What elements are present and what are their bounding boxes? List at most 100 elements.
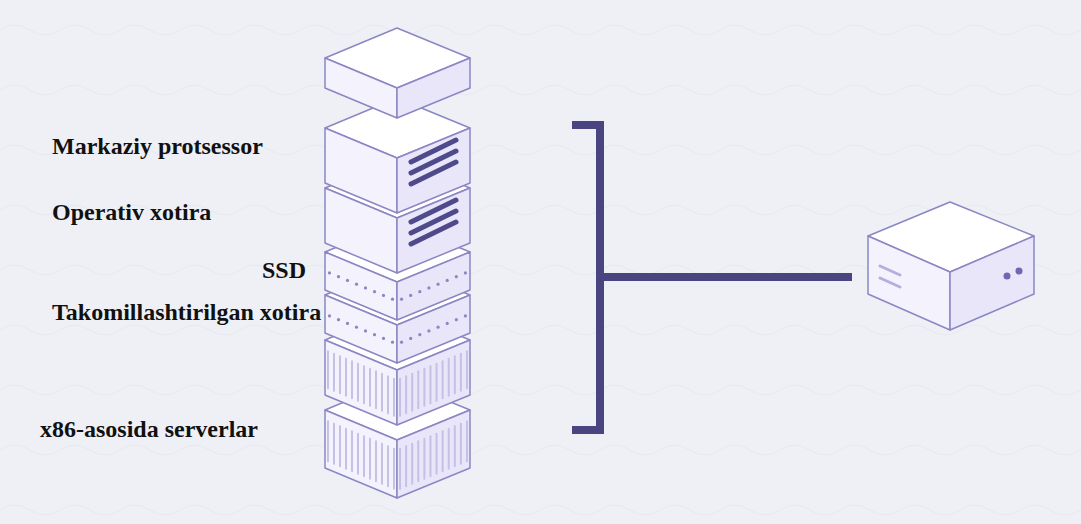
mini-server: [868, 202, 1034, 330]
layer-detail: [375, 371, 377, 408]
layer-dot: [446, 279, 449, 282]
layer-dot: [391, 341, 394, 344]
layer-detail: [357, 434, 359, 474]
layer-face: [325, 58, 397, 118]
layer-dot: [400, 341, 403, 344]
layer-dot: [464, 314, 467, 317]
layer-dot: [364, 286, 367, 289]
layer-detail: [345, 429, 347, 469]
layer-detail: [442, 431, 444, 471]
layer-dot: [455, 318, 458, 321]
layer-detail: [351, 431, 353, 471]
layer-detail: [454, 356, 456, 393]
layer-detail: [393, 449, 395, 489]
layer-detail: [369, 369, 371, 406]
layer-dot: [373, 290, 376, 293]
layer-detail: [423, 369, 425, 406]
layer-detail: [436, 364, 438, 401]
layer-dot: [355, 326, 358, 329]
layer-dot: [328, 314, 331, 317]
layer-dot: [346, 279, 349, 282]
layer-detail: [399, 449, 401, 489]
layer-dot: [328, 271, 331, 274]
layer-detail: [460, 354, 462, 391]
layer-face: [397, 410, 470, 498]
layer-detail: [333, 354, 335, 391]
layer-detail: [423, 439, 425, 479]
layer-detail: [363, 366, 365, 403]
layer-detail: [436, 434, 438, 474]
layer-detail: [466, 421, 468, 461]
layer-detail: [448, 429, 450, 469]
layer-dot: [436, 326, 439, 329]
layer-dot: [427, 329, 430, 332]
layer-detail: [375, 441, 377, 481]
layer-detail: [417, 441, 419, 481]
layer-detail: [393, 379, 395, 416]
layer-face: [397, 58, 470, 118]
layer-detail: [411, 211, 456, 233]
layer-detail: [387, 446, 389, 486]
layer-dot: [455, 275, 458, 278]
layer-detail: [345, 359, 347, 396]
layer-detail: [357, 364, 359, 401]
component-label: SSD: [262, 256, 306, 284]
layer-dot: [427, 286, 430, 289]
layer-detail: [411, 222, 456, 244]
layer-dot: [382, 337, 385, 340]
layer-detail: [327, 351, 329, 388]
layer-dot: [355, 283, 358, 286]
layer-dot: [391, 298, 394, 301]
layer-dot: [382, 294, 385, 297]
layer-detail: [333, 424, 335, 464]
layer-detail: [327, 421, 329, 461]
layer-dot: [337, 275, 340, 278]
layer-dot: [418, 333, 421, 336]
layer-detail: [442, 361, 444, 398]
component-label: Operativ xotira: [52, 198, 211, 226]
bracket: [572, 125, 852, 430]
layer-detail: [454, 426, 456, 466]
layer-dot: [446, 322, 449, 325]
layer-dot: [418, 290, 421, 293]
layer-face: [325, 128, 397, 213]
layer-detail: [411, 374, 413, 411]
component-label: x86-asosida serverlar: [40, 415, 258, 443]
layer-detail: [381, 444, 383, 484]
layer-dot: [373, 333, 376, 336]
layer-detail: [339, 426, 341, 466]
layer-dot: [409, 337, 412, 340]
layer-detail: [466, 351, 468, 388]
layer-detail: [369, 439, 371, 479]
layer-detail: [351, 361, 353, 398]
layer-face: [397, 128, 470, 213]
layer-dot: [464, 271, 467, 274]
layer-detail: [381, 374, 383, 411]
layer-detail: [411, 140, 456, 162]
layer-dot: [400, 298, 403, 301]
layer-dot: [409, 294, 412, 297]
layer-detail: [405, 446, 407, 486]
layer-detail: [429, 366, 431, 403]
layer-dot: [346, 322, 349, 325]
layer-detail: [387, 376, 389, 413]
layer-dot: [364, 329, 367, 332]
layer-detail: [460, 424, 462, 464]
layer-dot: [337, 318, 340, 321]
layer-detail: [405, 376, 407, 413]
component-label: Markaziy protsessor: [52, 132, 263, 160]
layer-detail: [399, 379, 401, 416]
layer-detail: [339, 356, 341, 393]
layer-detail: [417, 371, 419, 408]
layer-face: [325, 410, 397, 498]
layer-detail: [411, 444, 413, 484]
layer-detail: [363, 436, 365, 476]
layer-detail: [429, 436, 431, 476]
server-stack: [325, 28, 470, 498]
component-label: Takomillashtirilgan xotira: [52, 298, 322, 326]
layer-detail: [411, 162, 456, 184]
layer-detail: [411, 151, 456, 173]
layer-detail: [448, 359, 450, 396]
